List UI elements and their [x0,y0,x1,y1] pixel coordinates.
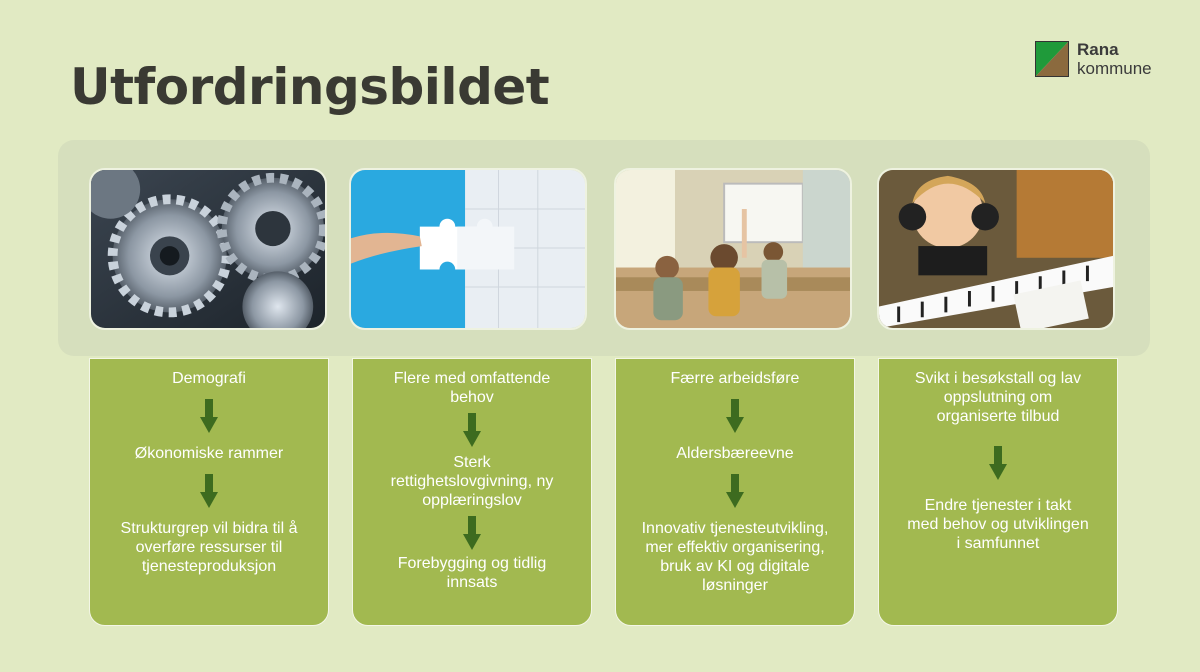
card-3-item-3: Innovativ tjenesteutvikling, mer effekti… [641,520,829,594]
down-arrow-icon [200,399,218,433]
logo-text-kommune: kommune [1077,59,1152,78]
down-arrow-icon [726,474,744,508]
card-4-item-2: Endre tjenester i takt med behov og utvi… [907,497,1089,552]
puzzle-photo [349,168,587,330]
page-title: Utfordringsbildet [70,58,550,116]
card-4-item-1: Svikt i besøkstall og lav oppslutning om… [914,370,1082,425]
card-1-item-1: Demografi [172,370,246,387]
down-arrow-icon [463,413,481,447]
challenge-card-3: Færre arbeidsføre Aldersbæreevne Innovat… [615,358,855,626]
logo-text-rana: Rana [1077,40,1119,59]
card-2-item-2: Sterk rettighetslovgivning, ny opplæring… [390,454,554,509]
challenge-card-2: Flere med omfattende behov Sterk rettigh… [352,358,592,626]
down-arrow-icon [726,399,744,433]
down-arrow-icon [463,516,481,550]
logo-mark-icon [1035,41,1069,77]
rana-kommune-logo: Rana kommune [1035,40,1152,78]
card-3-item-2: Aldersbæreevne [676,445,794,462]
classroom-photo [614,168,852,330]
down-arrow-icon [989,446,1007,480]
challenge-card-1: Demografi Økonomiske rammer Strukturgrep… [89,358,329,626]
card-1-item-2: Økonomiske rammer [134,445,284,462]
piano-child-photo [877,168,1115,330]
down-arrow-icon [200,474,218,508]
gears-photo [89,168,327,330]
card-2-item-1: Flere med omfattende behov [393,370,551,406]
card-1-item-3: Strukturgrep vil bidra til å overføre re… [120,520,298,575]
card-2-item-3: Forebygging og tidlig innsats [397,555,547,591]
card-3-item-1: Færre arbeidsføre [670,370,800,387]
challenge-card-4: Svikt i besøkstall og lav oppslutning om… [878,358,1118,626]
